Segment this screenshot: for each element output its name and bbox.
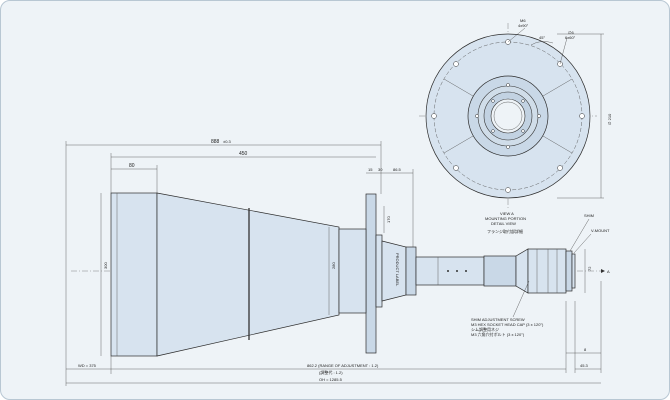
dim-86-5: 86.5	[393, 167, 402, 172]
thread-leader	[507, 27, 526, 43]
tube-flare	[515, 248, 529, 294]
bolt-hole	[431, 113, 437, 119]
dim-30: 30	[378, 167, 383, 172]
dim-15: 15	[368, 167, 373, 172]
axis-arrow	[601, 269, 605, 273]
angle-label: 45°	[539, 35, 545, 40]
bolt-hole	[579, 113, 585, 119]
dim-8: 8	[584, 347, 587, 352]
vmount-face	[571, 253, 576, 289]
inner-hole	[506, 83, 510, 87]
neck-ring	[375, 234, 383, 308]
vmount-body	[527, 248, 567, 294]
screw-note-2: M3 HEX SOCKET HEAD CAP (3 x 120°)	[471, 322, 544, 327]
range-note: 862.2 (RANGE OF ADJUSTMENT : 1.2)	[307, 363, 379, 368]
tube-collar	[483, 255, 517, 287]
oh-label: OH = 1285.5	[319, 377, 343, 382]
dia-300: 300	[103, 262, 108, 269]
dia-280: 280	[331, 262, 336, 269]
hole-leader	[559, 37, 568, 65]
wd-label: WD = 375	[78, 363, 97, 368]
screw-note-4: M3 六角穴付ボルト (3 x 120°)	[471, 331, 525, 337]
thread-label-2: 4x90°	[518, 23, 529, 28]
inner-hole	[521, 129, 525, 133]
thread-label-1: M6	[520, 18, 526, 23]
axis-label: A	[607, 269, 610, 274]
dia-72: 72	[587, 266, 592, 271]
view-a-subtitle: MOUNTING PORTION	[485, 216, 526, 221]
inner-hole	[506, 145, 510, 149]
radial-line	[443, 135, 474, 154]
screw-dot	[447, 270, 449, 272]
cone-body	[156, 192, 340, 357]
dim-45-3: 45.3	[580, 363, 589, 368]
hole-label-2: 6x60°	[565, 35, 576, 40]
angle-arc	[530, 41, 554, 46]
bolt-hole	[505, 187, 511, 193]
view-a-dia-label: ∅ 210	[607, 113, 612, 125]
neck-collar	[405, 246, 417, 296]
dim-888-suffix: ±0.3	[223, 139, 232, 144]
vmount-leader	[573, 233, 592, 254]
radial-line	[542, 135, 573, 154]
dim-80: 80	[129, 163, 135, 169]
radial-line	[443, 78, 474, 97]
dim-450: 450	[239, 151, 248, 157]
shim-ring	[565, 250, 573, 292]
screw-note-1: SHIM ADJUSTMENT SCREW	[471, 317, 525, 322]
bolt-hole	[453, 165, 459, 171]
screw-note-3: シム調整用ネジ	[471, 326, 499, 332]
front-cylinder	[110, 192, 158, 357]
bolt-hole	[453, 61, 459, 67]
mount-flange	[365, 193, 377, 354]
screw-dot	[465, 270, 467, 272]
bolt-hole	[557, 165, 563, 171]
tube-body	[415, 256, 485, 286]
inner-hole	[521, 99, 525, 103]
shim-leader	[569, 218, 590, 252]
view-a: ∅ 210 M6 4x90° ∅6 6x60° 45° VIEW A MOUNT…	[419, 18, 612, 234]
inner-hole	[491, 129, 495, 133]
product-label: PRODUCT LABEL	[395, 253, 400, 287]
range-note-jp: (調整代 : 1.2)	[319, 369, 343, 375]
radial-line	[542, 78, 573, 97]
flange-collar	[338, 228, 367, 314]
dia-170: 170	[386, 216, 391, 223]
hole-label-1: ∅6	[568, 30, 574, 35]
bore-inner-circle	[493, 101, 523, 131]
view-a-title: VIEW A	[500, 211, 514, 216]
neck-taper	[381, 240, 407, 302]
inner-hole	[537, 114, 541, 118]
view-a-subtitle-2: DETAIL VIEW	[491, 221, 516, 226]
inner-hole	[475, 114, 479, 118]
view-a-title-jp: フランジ取付部詳細	[487, 228, 523, 234]
vmount-label: V-MOUNT	[591, 228, 610, 233]
dim-888: 888	[211, 139, 220, 145]
bore-circle	[490, 98, 526, 134]
shim-label: SHIM	[584, 213, 594, 218]
screw-leader	[512, 280, 530, 318]
side-view: PRODUCT LABEL 888 ±0.3 450 80 15 30 86.5…	[65, 139, 610, 386]
screw-dot	[456, 270, 458, 272]
inner-hole	[491, 99, 495, 103]
